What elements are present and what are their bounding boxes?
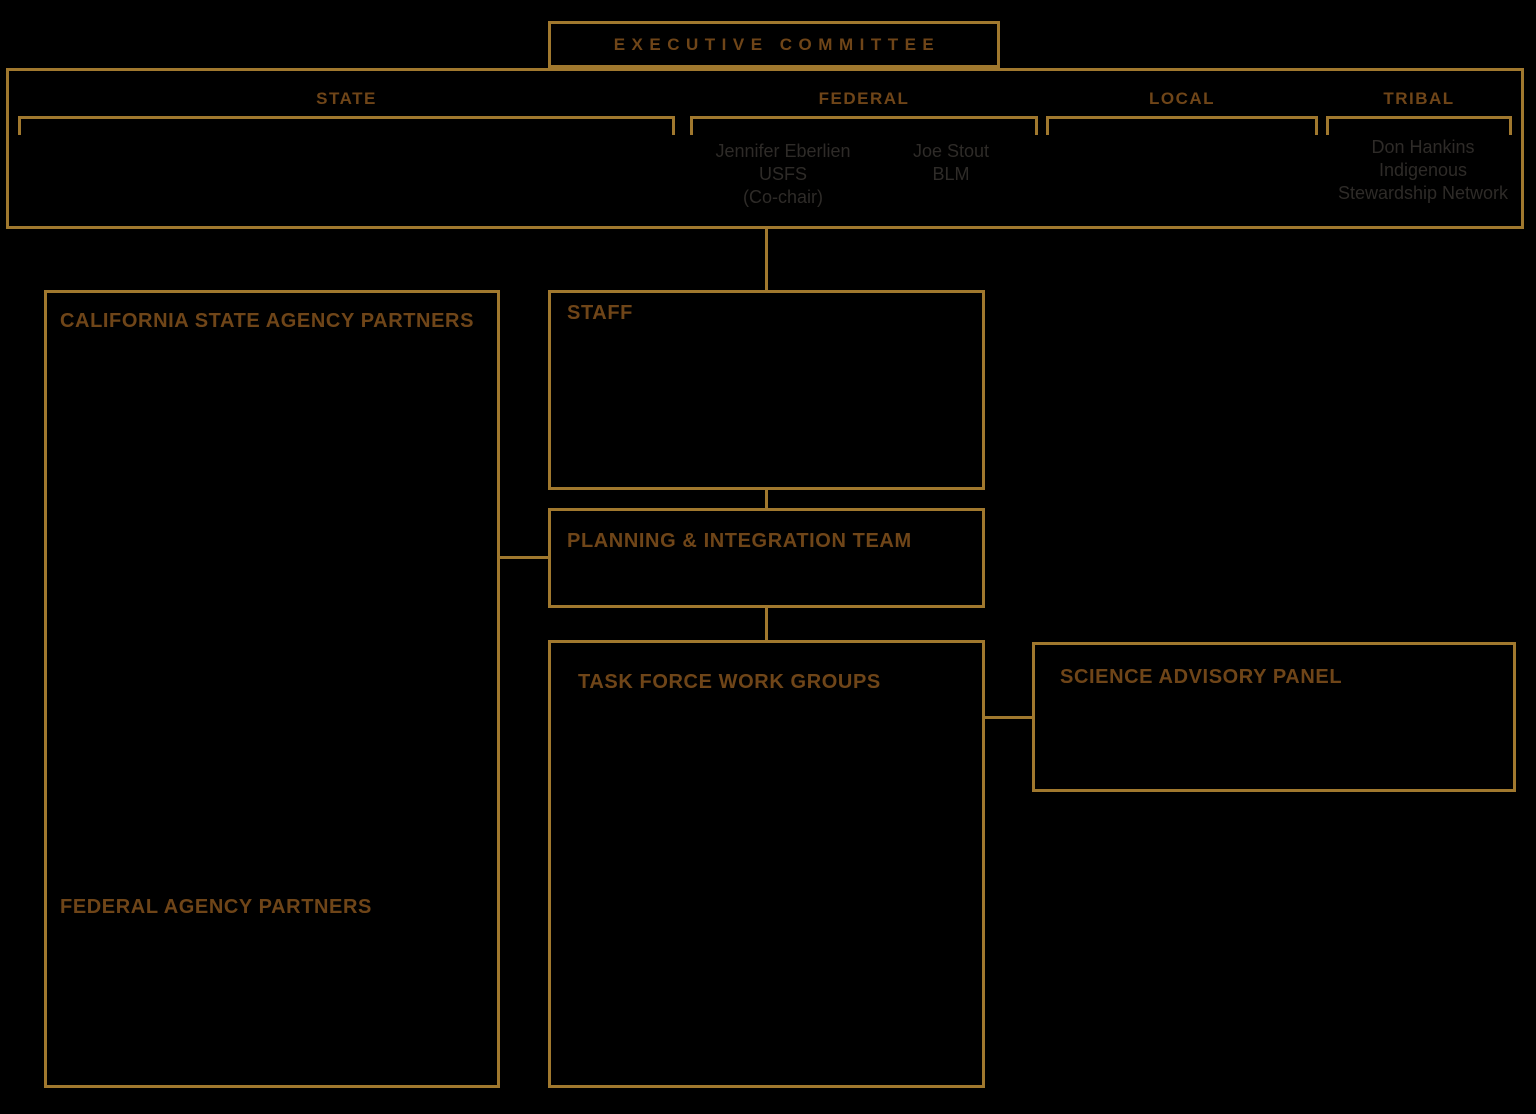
member-name: Joe Stout <box>912 141 990 161</box>
section-label-tribal: TRIBAL <box>1383 89 1455 108</box>
state-bracket <box>18 116 675 135</box>
section-label-federal: FEDERAL <box>818 89 910 108</box>
member-org-line1: Indigenous <box>1378 160 1468 180</box>
member-name: Jennifer Eberlien <box>715 141 851 161</box>
connector-partners-to-planning <box>500 556 548 559</box>
staff-box <box>548 290 985 490</box>
member-name: Don Hankins <box>1371 137 1475 157</box>
planning-integration-team-title: PLANNING & INTEGRATION TEAM <box>567 530 912 552</box>
member-joe-stout: Joe Stout BLM <box>871 140 1031 186</box>
member-org: BLM <box>932 164 970 184</box>
science-advisory-panel-box <box>1032 642 1516 792</box>
task-force-work-groups-box <box>548 640 985 1088</box>
committee-members-box <box>6 68 1524 229</box>
section-label-local: LOCAL <box>1148 89 1216 108</box>
federal-bracket <box>690 116 1038 135</box>
member-jennifer-eberlien: Jennifer Eberlien USFS (Co-chair) <box>703 140 863 209</box>
science-advisory-panel-title: SCIENCE ADVISORY PANEL <box>1060 666 1343 688</box>
member-role: (Co-chair) <box>742 187 823 207</box>
california-state-agency-partners-title: CALIFORNIA STATE AGENCY PARTNERS <box>60 310 475 332</box>
local-bracket <box>1046 116 1318 135</box>
connector-committee-to-staff <box>765 229 768 290</box>
member-org: USFS <box>758 164 807 184</box>
task-force-work-groups-title: TASK FORCE WORK GROUPS <box>578 671 881 693</box>
connector-taskforce-to-science <box>985 716 1032 719</box>
planning-integration-team-box <box>548 508 985 608</box>
member-don-hankins: Don Hankins Indigenous Stewardship Netwo… <box>1326 136 1520 205</box>
agency-partners-box <box>44 290 500 1088</box>
staff-title: STAFF <box>567 302 633 324</box>
federal-agency-partners-title: FEDERAL AGENCY PARTNERS <box>60 896 372 918</box>
section-label-state: STATE <box>316 89 377 108</box>
connector-staff-to-planning <box>765 490 768 508</box>
connector-planning-to-taskforce <box>765 608 768 640</box>
executive-committee-title: EXECUTIVE COMMITTEE <box>613 34 941 54</box>
member-org-line2: Stewardship Network <box>1337 183 1509 203</box>
tribal-bracket <box>1326 116 1512 135</box>
executive-committee-box <box>548 21 1000 68</box>
